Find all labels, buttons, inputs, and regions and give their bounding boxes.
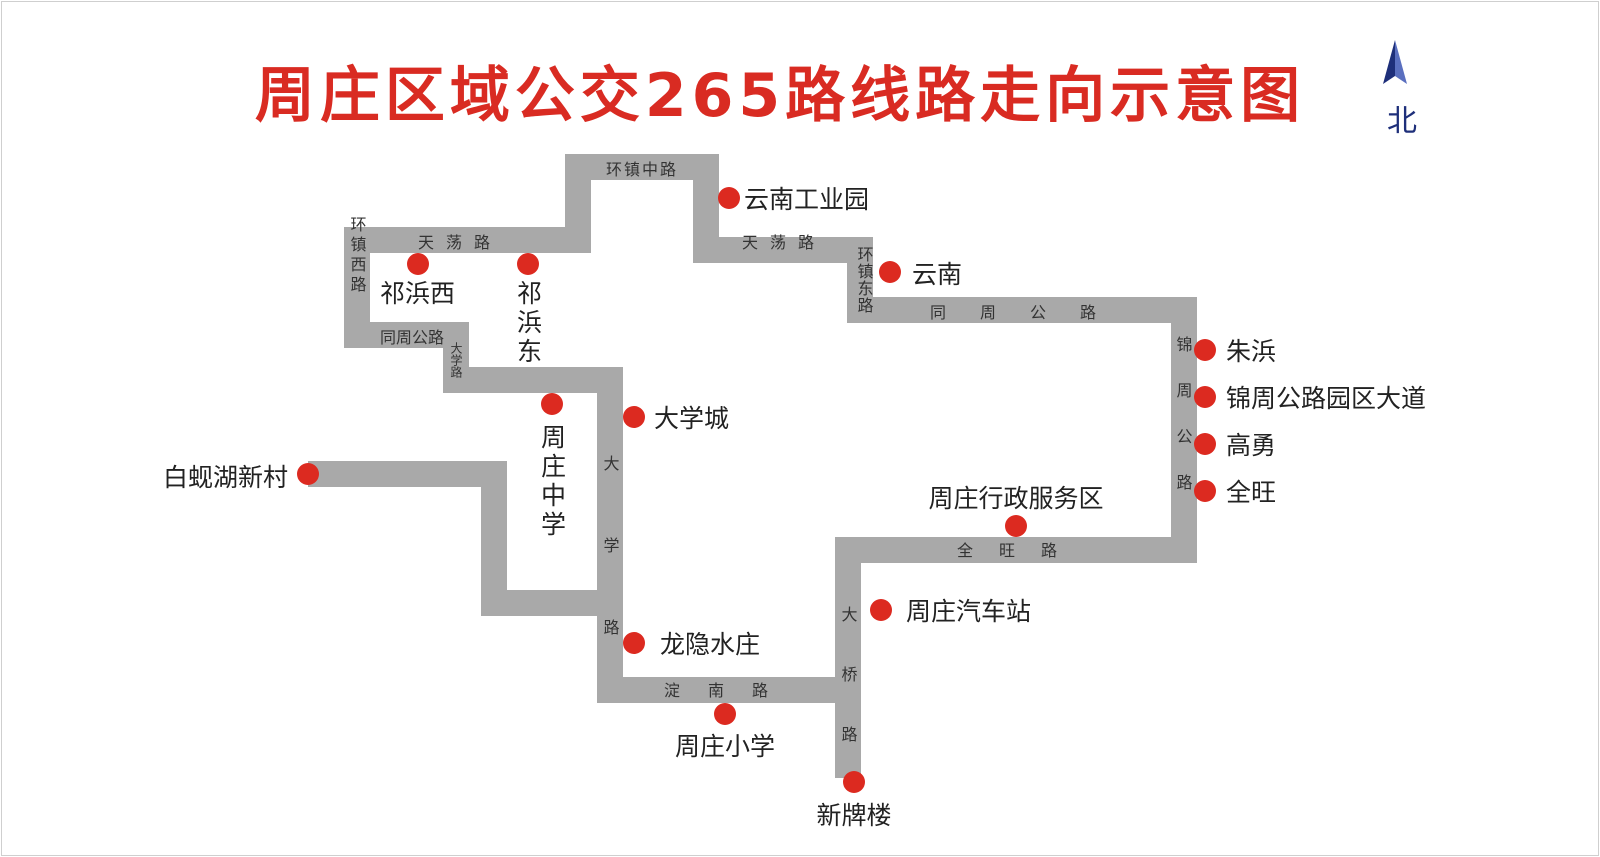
road-label-daqiao: 大桥路 bbox=[839, 606, 858, 786]
road-label-tongzhou-east: 同周公路 bbox=[930, 303, 1130, 322]
stop-dot-university-city[interactable] bbox=[623, 406, 645, 428]
road-label-tongzhou-west: 同周公路 bbox=[380, 328, 444, 347]
stop-dot-bus-station[interactable] bbox=[870, 599, 892, 621]
stop-dot-quanwang[interactable] bbox=[1194, 480, 1216, 502]
stop-label-quanwang: 全旺 bbox=[1226, 478, 1276, 507]
stop-dot-qibin-west[interactable] bbox=[407, 253, 429, 275]
route-main-path bbox=[344, 154, 1197, 778]
road-label-dianan: 淀南路 bbox=[664, 681, 796, 700]
stop-label-qibin-west: 祁浜西 bbox=[380, 279, 455, 308]
road-label-daxue-short: 大学路 bbox=[449, 342, 463, 379]
stop-label-yunnan-park: 云南工业园 bbox=[744, 185, 869, 214]
stop-label-university-city: 大学城 bbox=[654, 404, 729, 433]
stop-label-gaoyong: 高勇 bbox=[1226, 431, 1276, 460]
stop-label-zhuang-high: 周庄中学 bbox=[538, 424, 567, 540]
stop-label-zhubin: 朱浜 bbox=[1226, 337, 1276, 366]
stop-dot-xinpailou[interactable] bbox=[843, 771, 865, 793]
stop-dot-zhubin[interactable] bbox=[1194, 339, 1216, 361]
stop-label-bus-station: 周庄汽车站 bbox=[906, 597, 1031, 626]
stop-dot-yunnan-park[interactable] bbox=[718, 187, 740, 209]
stop-dot-primary-school[interactable] bbox=[714, 703, 736, 725]
road-label-huanzhen-dong: 环镇东路 bbox=[855, 246, 874, 314]
stop-dot-gaoyong[interactable] bbox=[1194, 433, 1216, 455]
stops: 云南工业园 云南 祁浜西 祁浜东 周庄中学 大学城 白蚬湖新村 龙隐水庄 周庄小… bbox=[163, 185, 1426, 830]
stop-dot-jinzhou-dadao[interactable] bbox=[1194, 386, 1216, 408]
stop-label-jinzhou-dadao: 锦周公路园区大道 bbox=[1226, 384, 1426, 413]
stop-label-baixianhu: 白蚬湖新村 bbox=[163, 463, 288, 492]
north-label: 北 bbox=[1387, 104, 1417, 139]
stop-label-xinpailou: 新牌楼 bbox=[816, 801, 891, 830]
stop-dot-qibin-east[interactable] bbox=[517, 253, 539, 275]
stop-label-qibin-east: 祁浜东 bbox=[514, 280, 543, 367]
road-label-tiandang-east: 天荡路 bbox=[742, 233, 826, 252]
road-label-daxue-main: 大学路 bbox=[601, 455, 620, 701]
road-label-jinzhou: 锦周公路 bbox=[1174, 336, 1193, 520]
stop-label-longyin: 龙隐水庄 bbox=[660, 630, 760, 659]
road-label-quanwang: 全旺路 bbox=[957, 541, 1083, 560]
stop-dot-zhuang-high[interactable] bbox=[541, 393, 563, 415]
road-labels: 环镇中路 天荡路 天荡路 环镇西路 环镇东路 同周公路 同周公路 大学路 大学路… bbox=[348, 160, 1193, 786]
road-label-tiandang-west: 天荡路 bbox=[418, 233, 502, 252]
stop-label-primary-school: 周庄小学 bbox=[675, 732, 775, 761]
stop-label-admin-center: 周庄行政服务区 bbox=[928, 484, 1103, 513]
road-label-huanzhen-zhong: 环镇中路 bbox=[606, 160, 678, 179]
map-title: 周庄区域公交265路线路走向示意图 bbox=[254, 61, 1306, 131]
north-arrow-icon bbox=[1383, 40, 1407, 84]
stop-dot-longyin[interactable] bbox=[623, 632, 645, 654]
stop-dot-baixianhu[interactable] bbox=[297, 463, 319, 485]
road-label-huanzhen-xi: 环镇西路 bbox=[348, 216, 367, 296]
stop-label-yunnan: 云南 bbox=[912, 260, 962, 289]
route-west-spur-path bbox=[308, 461, 610, 616]
stop-dot-admin-center[interactable] bbox=[1005, 515, 1027, 537]
stop-dot-yunnan[interactable] bbox=[879, 261, 901, 283]
